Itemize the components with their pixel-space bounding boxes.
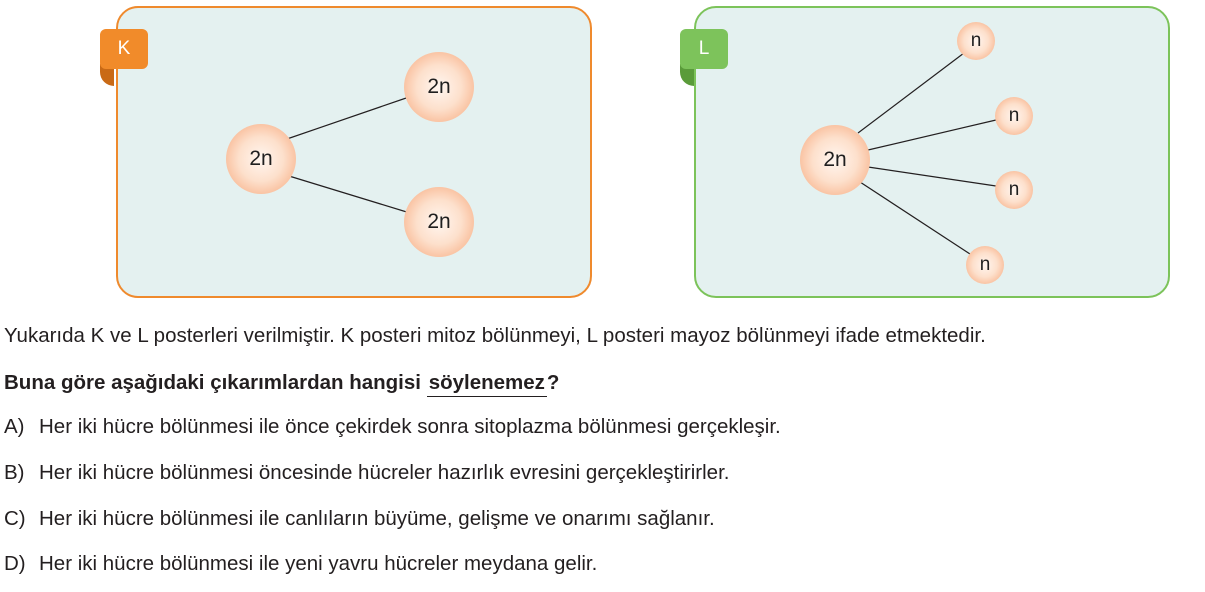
- poster-l-label: L: [680, 29, 728, 69]
- option-letter: B): [4, 461, 25, 484]
- option-d[interactable]: D) Her iki hücre bölünmesi ile yeni yavru…: [4, 552, 597, 576]
- k-line-top: [283, 95, 413, 141]
- k-child-cell-2: 2n: [404, 187, 474, 257]
- option-text: Her iki hücre bölünmesi öncesinde hücrel…: [39, 461, 730, 484]
- option-text: Her iki hücre bölünmesi ile canlıların b…: [39, 507, 715, 530]
- option-text: Her iki hücre bölünmesi ile önce çekirde…: [39, 415, 781, 438]
- option-a[interactable]: A) Her iki hücre bölünmesi ile önce çekir…: [4, 415, 781, 439]
- option-text: Her iki hücre bölünmesi ile yeni yavru h…: [39, 552, 598, 575]
- question-prompt: Buna göre aşağıdaki çıkarımlardan hangis…: [4, 371, 560, 397]
- l-child-cell-4: n: [966, 246, 1004, 284]
- k-line-bottom: [288, 175, 411, 214]
- poster-k: [116, 6, 592, 298]
- option-letter: A): [4, 415, 25, 438]
- poster-l-tag-fold: [680, 64, 694, 86]
- l-child-cell-1: n: [957, 22, 995, 60]
- option-b[interactable]: B) Her iki hücre bölünmesi öncesinde hücr…: [4, 461, 729, 485]
- division-lines: [283, 52, 997, 255]
- option-letter: C): [4, 507, 26, 530]
- question-prompt-prefix: Buna göre aşağıdaki çıkarımlardan hangis…: [4, 371, 427, 394]
- l-line-4: [859, 181, 971, 255]
- question-prompt-suffix: ?: [546, 371, 560, 394]
- option-c[interactable]: C) Her iki hücre bölünmesi ile canlıların…: [4, 507, 715, 531]
- question-intro: Yukarıda K ve L posterleri verilmiştir. …: [4, 324, 986, 347]
- l-child-cell-3: n: [995, 171, 1033, 209]
- poster-k-label: K: [100, 29, 148, 69]
- l-parent-cell: 2n: [800, 125, 870, 195]
- k-parent-cell: 2n: [226, 124, 296, 194]
- question-prompt-underlined: söylenemez: [426, 371, 547, 397]
- l-child-cell-2: n: [995, 97, 1033, 135]
- l-line-1: [857, 52, 965, 134]
- poster-l: [694, 6, 1170, 298]
- poster-k-tag-fold: [100, 64, 114, 86]
- l-line-2: [867, 119, 997, 151]
- k-child-cell-1: 2n: [404, 52, 474, 122]
- option-letter: D): [4, 552, 26, 575]
- l-line-3: [867, 166, 997, 187]
